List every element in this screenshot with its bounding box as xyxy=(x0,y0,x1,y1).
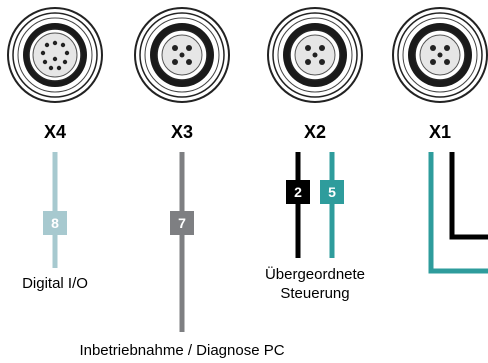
controller-label-line1: Übergeordnete xyxy=(265,265,365,283)
x1-black-cable xyxy=(449,152,488,240)
line-8-number: 8 xyxy=(51,215,59,231)
line-5-badge xyxy=(320,180,344,204)
line-5-number: 5 xyxy=(328,184,336,200)
line-7-badge xyxy=(170,211,194,235)
line-2-badge xyxy=(286,180,310,204)
connector-x3-icon xyxy=(134,7,230,103)
controller-label-line2: Steuerung xyxy=(280,285,349,302)
digital-io-label: Digital I/O xyxy=(22,275,88,292)
line-2-number: 2 xyxy=(294,184,302,200)
connector-label-x2: X2 xyxy=(304,122,326,142)
line-8-badge xyxy=(43,211,67,235)
line-7-number: 7 xyxy=(178,215,186,231)
commissioning-pc-label: Inbetriebnahme / Diagnose PC xyxy=(79,342,284,359)
connector-x1-icon xyxy=(392,7,488,103)
connector-x4-icon xyxy=(7,7,103,103)
connector-x2-icon xyxy=(267,7,363,103)
connector-label-x1: X1 xyxy=(429,122,451,142)
x1-teal-cable xyxy=(428,152,488,274)
connector-label-x3: X3 xyxy=(171,122,193,142)
connector-label-x4: X4 xyxy=(44,122,66,142)
